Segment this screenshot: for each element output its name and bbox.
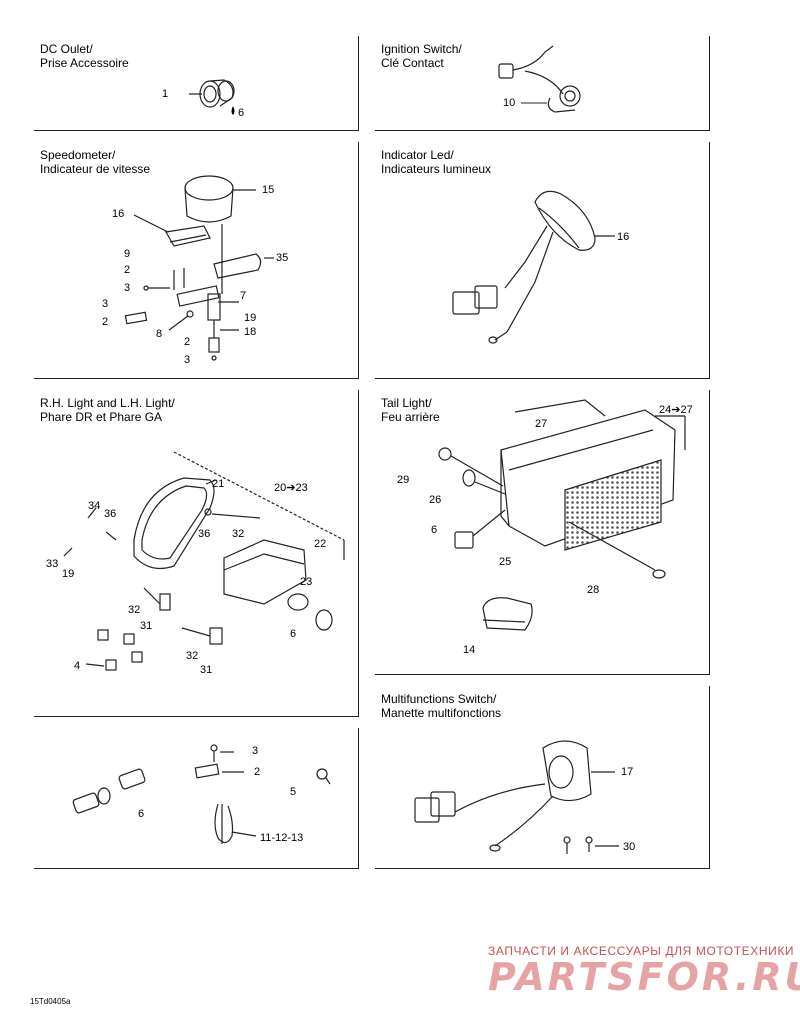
callout-2: 2	[254, 766, 261, 778]
headlights-drawing	[63, 451, 345, 671]
callout-3: 3	[102, 298, 109, 310]
indicator-led-drawing	[452, 190, 615, 344]
callout-19: 19	[244, 312, 257, 324]
callout-2: 2	[124, 264, 131, 276]
callout-35: 35	[276, 252, 289, 264]
callout-6: 6	[138, 808, 145, 820]
callout-22: 22	[314, 538, 327, 550]
panel-dc-outlet: DC Oulet/ Prise Accessoire 1 6	[34, 36, 359, 131]
callout-15: 15	[262, 184, 275, 196]
ignition-switch-drawing	[498, 45, 581, 113]
callout-6: 6	[238, 107, 245, 119]
callout-36: 36	[104, 508, 117, 520]
watermark-logo: PARTSFOR.RU	[488, 955, 800, 999]
drawing-reference: 15Td0405a	[30, 997, 71, 1006]
callout-20-23: 20➔23	[274, 482, 308, 494]
callout-16: 16	[112, 208, 125, 220]
callout-36: 36	[198, 528, 211, 540]
panel-title: Ignition Switch/ Clé Contact	[381, 42, 462, 70]
panel-headlights: R.H. Light and L.H. Light/ Phare DR et P…	[34, 390, 359, 717]
panel-title: DC Oulet/ Prise Accessoire	[40, 42, 129, 70]
callout-17: 17	[621, 766, 634, 778]
panel-title: Multifunctions Switch/ Manette multifonc…	[381, 692, 502, 720]
multifunction-switch-drawing	[414, 740, 619, 854]
callout-3: 3	[124, 282, 131, 294]
callout-6: 6	[431, 524, 438, 536]
panel-tail-light: Tail Light/ Feu arrière	[375, 390, 710, 675]
callout-5: 5	[290, 786, 297, 798]
callout-32: 32	[128, 604, 141, 616]
callout-2: 2	[184, 336, 191, 348]
panel-indicator-led: Indicator Led/ Indicateurs lumineux 16	[375, 142, 710, 379]
callout-3: 3	[252, 745, 259, 757]
callout-14: 14	[463, 644, 476, 656]
callout-2: 2	[102, 316, 109, 328]
callout-33: 33	[46, 558, 59, 570]
callout-24-27: 24➔27	[659, 404, 693, 416]
watermark-tagline: ЗАПЧАСТИ И АКСЕССУАРЫ ДЛЯ МОТОТЕХНИКИ	[488, 944, 795, 958]
panel-title: Speedometer/ Indicateur de vitesse	[40, 148, 151, 176]
tail-light-drawing	[438, 399, 686, 631]
speedometer-drawing	[124, 175, 274, 361]
callout-21: 21	[212, 478, 225, 490]
panel-title: Tail Light/ Feu arrière	[381, 396, 440, 424]
callout-18: 18	[244, 326, 257, 338]
callout-32: 32	[232, 528, 245, 540]
callout-29: 29	[397, 474, 410, 486]
panel-title: Indicator Led/ Indicateurs lumineux	[381, 148, 492, 176]
callout-6: 6	[290, 628, 297, 640]
callout-32: 32	[186, 650, 199, 662]
hardware-drawing	[72, 744, 331, 844]
callout-25: 25	[499, 556, 512, 568]
callout-19: 19	[62, 568, 75, 580]
callout-16: 16	[617, 231, 630, 243]
callout-28: 28	[587, 584, 600, 596]
callout-11-12-13: 11-12-13	[260, 832, 304, 844]
callout-23: 23	[300, 576, 313, 588]
callout-8: 8	[156, 328, 163, 340]
panel-speedometer: Speedometer/ Indicateur de vitesse	[34, 142, 359, 379]
panel-ignition: Ignition Switch/ Clé Contact 10	[375, 36, 710, 131]
callout-34: 34	[88, 500, 101, 512]
callout-1: 1	[162, 88, 169, 100]
callout-31: 31	[200, 664, 213, 676]
callout-10: 10	[503, 97, 516, 109]
callout-26: 26	[429, 494, 442, 506]
callout-31: 31	[140, 620, 153, 632]
callout-3: 3	[184, 354, 191, 366]
callout-30: 30	[623, 841, 636, 853]
grease-drop-icon	[231, 106, 235, 115]
callout-27: 27	[535, 418, 548, 430]
panel-multifunction: Multifunctions Switch/ Manette multifonc…	[375, 686, 710, 869]
callout-4: 4	[74, 660, 81, 672]
panel-hardware: 3 2 5 6 11-12-13	[34, 728, 359, 869]
dc-outlet-drawing	[189, 79, 235, 115]
callout-9: 9	[124, 248, 131, 260]
callout-7: 7	[240, 290, 247, 302]
panel-title: R.H. Light and L.H. Light/ Phare DR et P…	[40, 396, 175, 424]
